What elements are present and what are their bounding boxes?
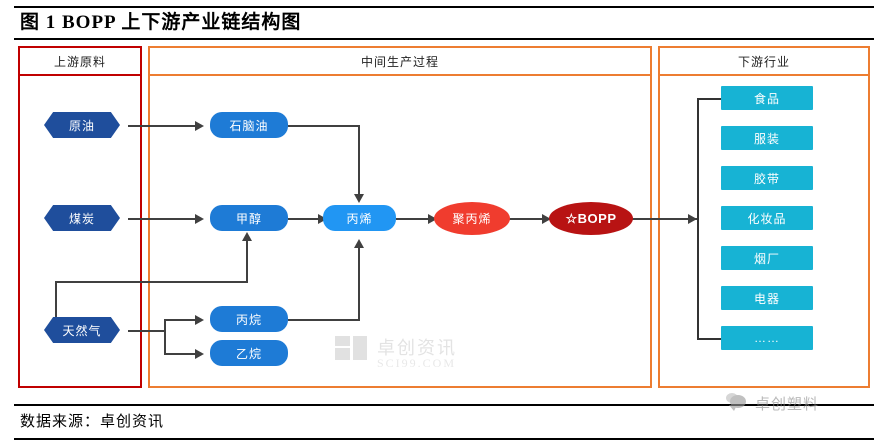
arrowhead-pp-to-bopp — [542, 214, 551, 224]
arrowhead-propane-to-propylene — [354, 239, 364, 248]
connector-propane-to-propylene-vertical — [358, 245, 360, 321]
arrowhead-bopp-to-downstream — [688, 214, 697, 224]
connector-gas-branch-stem — [128, 330, 166, 332]
connector-propane-to-propylene-horizontal — [288, 319, 360, 321]
node-downstream-apparel[interactable]: 服装 — [721, 126, 813, 150]
panel-downstream-header: 下游行业 — [660, 48, 868, 76]
node-downstream-tobacco-label: 烟厂 — [753, 251, 780, 266]
arrowhead-naphtha-to-propylene — [354, 194, 364, 203]
title-rule-top — [14, 6, 874, 8]
connector-gas-to-ethane — [164, 353, 202, 355]
node-ethane-label: 乙烷 — [235, 346, 262, 361]
node-polypropylene-label: 聚丙烯 — [452, 212, 492, 226]
connector-methanol-to-propylene — [288, 218, 324, 220]
node-bopp[interactable]: ☆BOPP — [549, 202, 633, 235]
arrowhead-methanol-to-propylene — [318, 214, 327, 224]
node-downstream-food[interactable]: 食品 — [721, 86, 813, 110]
node-downstream-appliance[interactable]: 电器 — [721, 286, 813, 310]
connector-crude-to-naphtha — [128, 125, 202, 127]
arrowhead-gas-to-ethane — [195, 349, 204, 359]
footer-rule-top — [14, 404, 874, 406]
node-crude-oil[interactable]: 原油 — [44, 112, 120, 138]
connector-propylene-to-pp — [396, 218, 434, 220]
node-natural-gas-label: 天然气 — [62, 323, 102, 338]
wechat-icon — [726, 393, 752, 413]
node-ethane[interactable]: 乙烷 — [210, 340, 288, 366]
connector-naphtha-to-propylene-horizontal — [288, 125, 360, 127]
node-coal[interactable]: 煤炭 — [44, 205, 120, 231]
downstream-bracket-bottom-arm — [697, 338, 721, 340]
node-propane-label: 丙烷 — [235, 312, 262, 327]
downstream-bracket-top-arm — [697, 98, 721, 100]
watermark-logo-icon — [335, 336, 371, 360]
downstream-bracket-spine — [697, 98, 699, 340]
node-downstream-tape[interactable]: 胶带 — [721, 166, 813, 190]
arrowhead-gas-to-propane — [195, 315, 204, 325]
footer-rule-bottom — [14, 438, 874, 440]
arrowhead-propylene-to-pp — [428, 214, 437, 224]
node-methanol-label: 甲醇 — [235, 211, 262, 226]
watermark-text: 卓创资讯 — [377, 338, 457, 358]
node-propane[interactable]: 丙烷 — [210, 306, 288, 332]
connector-gas-up-vertical-left — [55, 281, 57, 325]
connector-bopp-to-downstream — [632, 218, 698, 220]
watermark-subtext: SCI99.COM — [377, 356, 457, 370]
node-downstream-cosmetics-label: 化妆品 — [747, 211, 787, 226]
node-bopp-label: ☆BOPP — [565, 210, 617, 226]
node-natural-gas[interactable]: 天然气 — [44, 317, 120, 343]
node-downstream-food-label: 食品 — [753, 91, 780, 106]
node-crude-oil-label: 原油 — [68, 118, 95, 133]
watermark: 卓创资讯 SCI99.COM — [335, 334, 475, 376]
node-downstream-others[interactable]: …… — [721, 326, 813, 350]
wechat-badge: 卓创塑料 — [726, 392, 874, 414]
node-downstream-tobacco[interactable]: 烟厂 — [721, 246, 813, 270]
connector-coal-to-methanol — [128, 218, 202, 220]
title-rule-bottom — [14, 38, 874, 40]
node-methanol[interactable]: 甲醇 — [210, 205, 288, 231]
arrowhead-crude-to-naphtha — [195, 121, 204, 131]
node-downstream-others-label: …… — [754, 331, 780, 345]
node-propylene-label: 丙烯 — [346, 211, 373, 226]
panel-upstream-header: 上游原料 — [20, 48, 140, 76]
node-naphtha-label: 石脑油 — [229, 118, 269, 133]
page-title: 图 1 BOPP 上下游产业链结构图 — [20, 12, 302, 33]
connector-naphtha-to-propylene-vertical — [358, 125, 360, 197]
node-downstream-apparel-label: 服装 — [753, 131, 780, 146]
connector-gas-to-propane — [164, 319, 202, 321]
node-polypropylene[interactable]: 聚丙烯 — [434, 202, 510, 235]
node-downstream-tape-label: 胶带 — [753, 171, 780, 186]
node-coal-label: 煤炭 — [68, 211, 95, 226]
node-downstream-appliance-label: 电器 — [753, 291, 780, 306]
panel-middle-header: 中间生产过程 — [150, 48, 650, 76]
connector-pp-to-bopp — [509, 218, 549, 220]
source-label: 数据来源：卓创资讯 — [20, 414, 165, 430]
arrowhead-gas-to-methanol — [242, 232, 252, 241]
node-naphtha[interactable]: 石脑油 — [210, 112, 288, 138]
arrowhead-coal-to-methanol — [195, 214, 204, 224]
connector-gas-up-horizontal — [55, 281, 248, 283]
connector-gas-to-methanol-vertical — [246, 238, 248, 283]
node-propylene[interactable]: 丙烯 — [323, 205, 396, 231]
node-downstream-cosmetics[interactable]: 化妆品 — [721, 206, 813, 230]
wechat-label: 卓创塑料 — [755, 396, 820, 413]
connector-gas-branch-vertical — [164, 319, 166, 355]
